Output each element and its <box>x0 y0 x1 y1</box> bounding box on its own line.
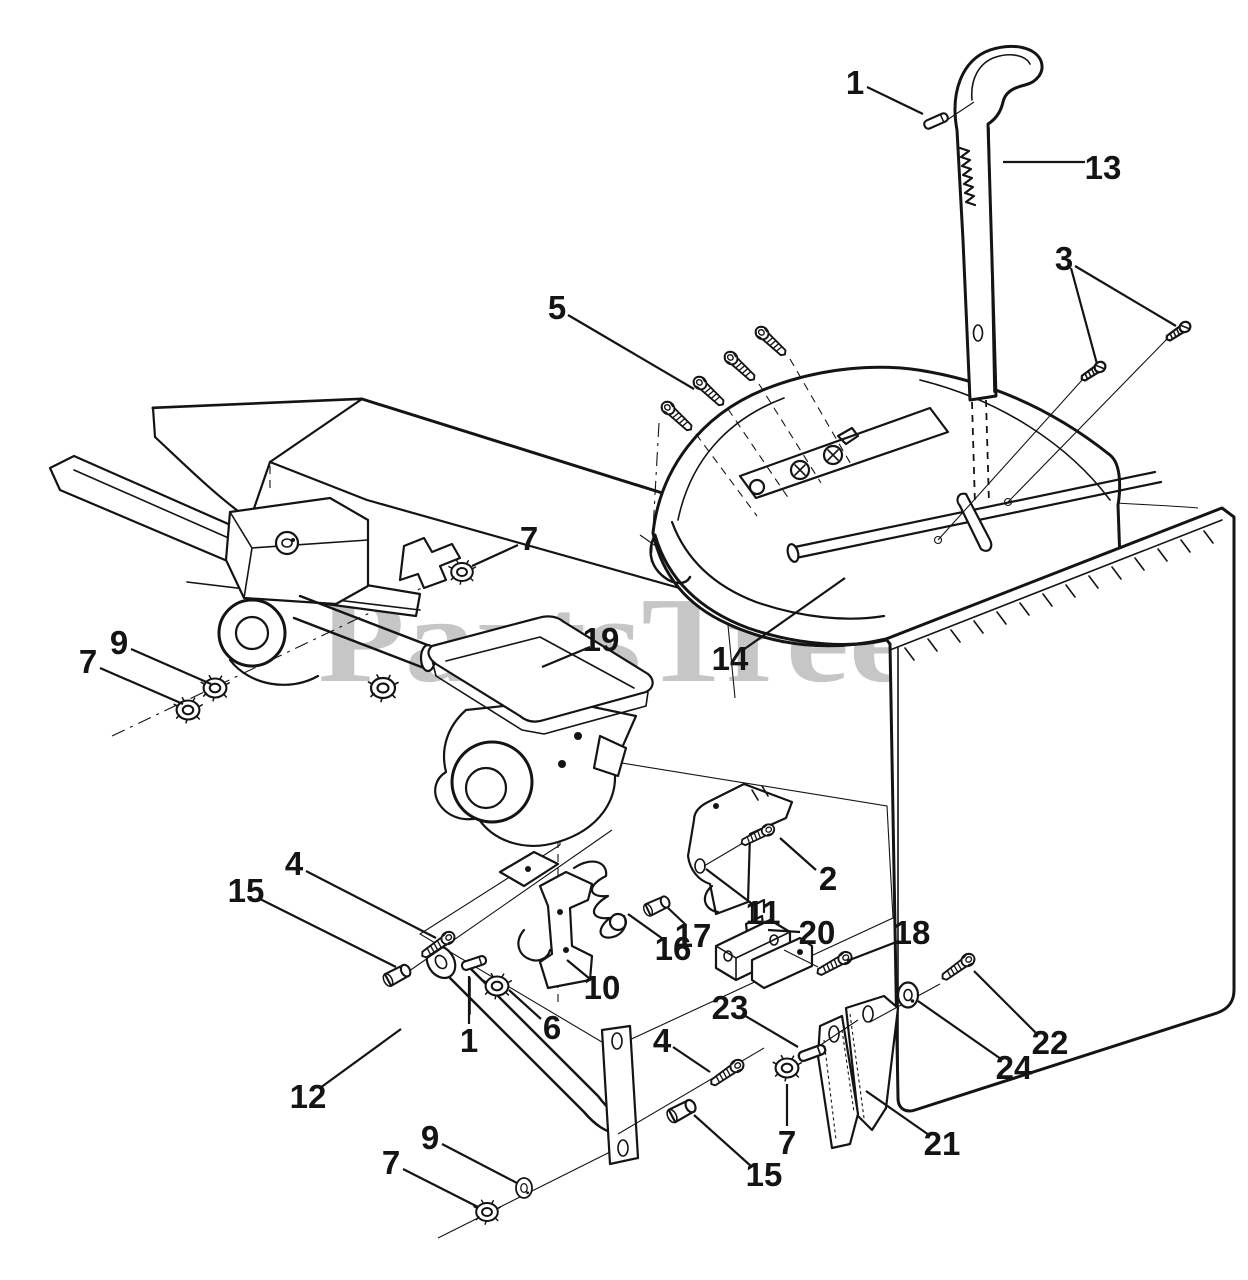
leader-line-22 <box>973 970 1038 1035</box>
leader-line-9 <box>130 647 212 686</box>
callout-16: 16 <box>655 930 692 967</box>
leader-line-12 <box>319 1028 402 1089</box>
leader-line-11 <box>705 868 752 904</box>
leader-line-24 <box>917 1000 1002 1060</box>
callout-13: 13 <box>1085 149 1122 186</box>
drag-bar-assembly <box>48 454 462 686</box>
leader-line-20 <box>767 928 801 934</box>
tine-shield-shroud <box>649 365 1199 648</box>
leader-line-23 <box>741 1013 799 1048</box>
leader-line-18 <box>846 939 900 963</box>
leader-line-14 <box>742 577 846 651</box>
callout-19: 19 <box>583 621 620 658</box>
leader-line-19 <box>541 645 591 669</box>
callout-5: 5 <box>548 289 566 326</box>
leader-line-7 <box>471 543 519 568</box>
callout-15: 15 <box>228 872 265 909</box>
callout-3: 3 <box>1055 240 1073 277</box>
callout-22: 22 <box>1032 1024 1069 1061</box>
callout-4: 4 <box>285 845 304 882</box>
leader-line-3 <box>1069 267 1099 365</box>
callout-12: 12 <box>290 1078 327 1115</box>
leader-line-4 <box>305 870 437 939</box>
callout-1: 1 <box>846 64 864 101</box>
callout-7: 7 <box>382 1144 400 1181</box>
callout-7: 7 <box>79 643 97 680</box>
callout-17: 17 <box>675 917 712 954</box>
leader-line-15 <box>257 897 397 968</box>
leader-line-21 <box>865 1090 930 1136</box>
callout-15: 15 <box>746 1156 783 1193</box>
callout-14: 14 <box>712 640 749 677</box>
callout-2: 2 <box>819 860 837 897</box>
gearbox-assembly <box>427 615 654 847</box>
leader-line-10 <box>566 959 591 980</box>
callout-24: 24 <box>996 1049 1033 1086</box>
callout-4: 4 <box>653 1022 672 1059</box>
callout-6: 6 <box>543 1009 561 1046</box>
lift-handle-lever <box>946 45 1044 552</box>
leader-line-2 <box>779 837 817 871</box>
callout-20: 20 <box>799 914 836 951</box>
leader-line-4 <box>672 1046 711 1073</box>
callout-18: 18 <box>894 914 931 951</box>
leader-line-15 <box>693 1114 753 1168</box>
callout-23: 23 <box>712 989 749 1026</box>
callout-10: 10 <box>584 969 621 1006</box>
callout-9: 9 <box>110 624 128 661</box>
leader-line-16 <box>627 913 664 940</box>
leader-lines <box>99 86 1177 1208</box>
leader-line-5 <box>567 314 695 390</box>
leader-line-17 <box>667 907 687 926</box>
callout-11: 11 <box>746 894 781 931</box>
leader-line-3 <box>1074 265 1177 327</box>
callout-7: 7 <box>778 1124 796 1161</box>
leader-line-6 <box>508 989 542 1020</box>
callout-21: 21 <box>924 1125 961 1162</box>
leader-line-7 <box>99 666 184 706</box>
callout-9: 9 <box>421 1119 439 1156</box>
callout-7: 7 <box>520 520 538 557</box>
leader-line-1 <box>866 86 924 115</box>
depth-stake-brackets <box>816 994 900 1150</box>
leader-line-9 <box>441 1143 518 1184</box>
leader-line-7 <box>402 1168 479 1208</box>
callout-1: 1 <box>460 1022 478 1059</box>
